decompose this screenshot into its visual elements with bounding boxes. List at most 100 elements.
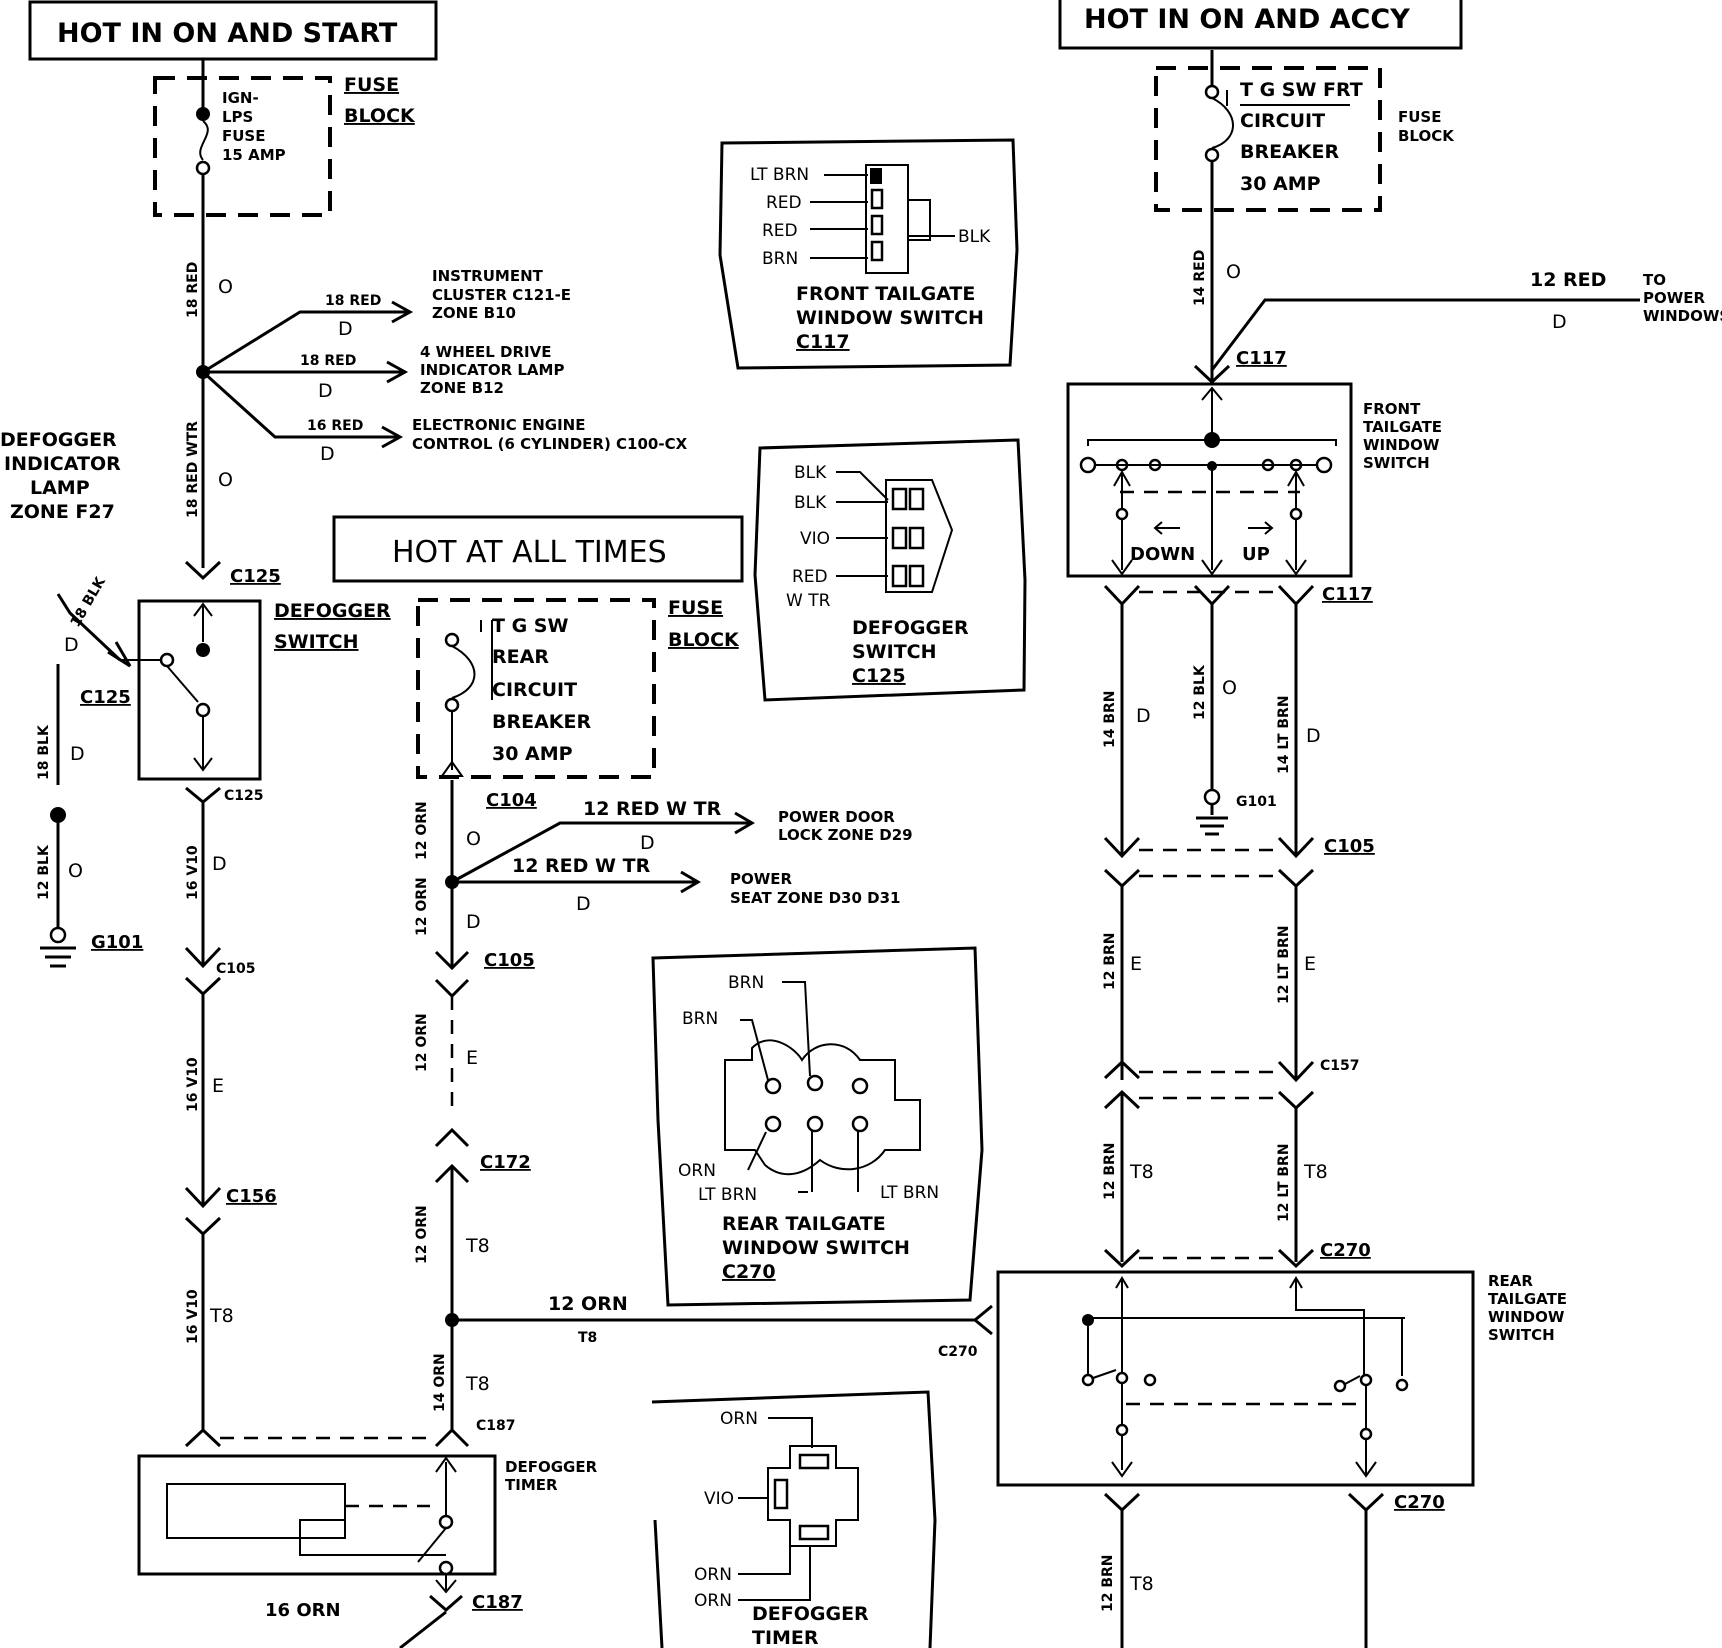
wire-12-orn-d: 12 ORN — [414, 1205, 430, 1264]
wire-12-brn-b: 12 BRN — [1102, 1142, 1118, 1200]
mid-branch-2-wire: 12 RED W TR — [512, 855, 651, 877]
code-d-sw: D — [64, 634, 79, 656]
ground-lamp-terminal — [50, 807, 66, 823]
code-o-blk: O — [1222, 677, 1237, 699]
wire-18-red-wtr: 18 RED WTR — [185, 421, 201, 518]
fuse-left-line-2: FUSE — [222, 127, 265, 145]
fuse-left-line-3: 15 AMP — [222, 146, 286, 164]
mid-branch-2-dest-0: POWER — [730, 870, 793, 888]
code-d-right: D — [1552, 311, 1567, 333]
rear-switch-label-2: WINDOW — [1488, 1308, 1565, 1326]
conn-c187-b: C187 — [472, 1592, 523, 1613]
wire-12-red: 12 RED — [1530, 269, 1606, 291]
defogger-timer: DEFOGGER TIMER — [137, 1454, 598, 1594]
wire-12-brn-a: 12 BRN — [1102, 932, 1118, 990]
defogger-indicator-0: DEFOGGER — [0, 429, 117, 451]
code-d-ltbrn: D — [1306, 725, 1321, 747]
conn-c270-bottom: C270 — [1394, 1492, 1445, 1513]
wire-12-blk-l: 12 BLK — [36, 844, 52, 900]
conn-c157: C157 — [1320, 1058, 1360, 1074]
switch-down-label: DOWN — [1130, 544, 1195, 565]
conn-c117-top: C117 — [1236, 348, 1287, 369]
view-rt-pin-1: BRN — [682, 1009, 718, 1029]
wire-18-red: 18 RED — [185, 262, 201, 318]
defogger-indicator-1: INDICATOR — [4, 453, 121, 475]
wire-12-orn-b: 12 ORN — [414, 877, 430, 936]
wire-14-red: 14 RED — [1192, 250, 1208, 306]
conn-c117-bottom: C117 — [1322, 584, 1373, 605]
view-rt-caption-0: REAR TAILGATE — [722, 1213, 886, 1235]
view-rt-pin-0: BRN — [728, 973, 764, 993]
front-switch-label-2: WINDOW — [1363, 436, 1440, 454]
switch-up-label: UP — [1242, 544, 1270, 565]
conn-c105-right: C105 — [1324, 836, 1375, 857]
fuse-left-terminal-top — [196, 107, 210, 121]
fuse-left-title-1: FUSE — [344, 74, 399, 96]
view-rear-tailgate: BRN BRN ORN LT BRN LT BRN REAR TAILGATE … — [651, 946, 984, 1307]
fuse-left-title-2: BLOCK — [344, 105, 416, 127]
wire-14-orn: 14 ORN — [432, 1353, 448, 1412]
branch-3-dest-1: CONTROL (6 CYLINDER) C100-CX — [412, 435, 688, 453]
code-e-ltbrn: E — [1304, 953, 1316, 975]
front-switch-label-0: FRONT — [1363, 400, 1421, 418]
view-ft-caption-0: FRONT TAILGATE — [796, 283, 975, 305]
fuse-left-terminal-bottom — [195, 160, 211, 176]
view-defogger-switch: BLK BLK VIO RED W TR DEFOGGER SWITCH C12… — [753, 438, 1027, 702]
front-switch-label-1: TAILGATE — [1363, 418, 1442, 436]
view-dt-pin-2: ORN — [694, 1565, 732, 1585]
code-o-gnd: O — [68, 860, 83, 882]
view-rt-pin-4: LT BRN — [880, 1183, 939, 1203]
view-ft-pin-right: BLK — [958, 227, 991, 247]
mid-branch-2-code: D — [576, 893, 591, 915]
code-e-brn: E — [1130, 953, 1142, 975]
code-e-mid: E — [466, 1047, 478, 1069]
wire-12-lt-brn-b: 12 LT BRN — [1276, 1143, 1292, 1222]
fuse-right-line-2: BREAKER — [1240, 141, 1339, 163]
conn-c156: C156 — [226, 1186, 277, 1207]
conn-g101-right: G101 — [1236, 794, 1277, 810]
fuse-block-left: IGN- LPS FUSE 15 AMP FUSE BLOCK — [153, 74, 416, 217]
view-defogger-timer: ORN VIO ORN ORN DEFOGGER TIMER — [651, 1390, 937, 1648]
defogger-indicator-3: ZONE F27 — [10, 501, 115, 523]
code-t8-brn-c: T8 — [1129, 1573, 1154, 1595]
fuse-mid-line-3: BREAKER — [492, 711, 591, 733]
view-ds-pin-0: BLK — [794, 463, 827, 483]
wire-16-orn: 16 ORN — [265, 1600, 341, 1621]
fuse-mid-title-2: BLOCK — [668, 629, 740, 651]
front-switch-label-3: SWITCH — [1363, 454, 1430, 472]
branch-3-wire: 16 RED — [307, 418, 363, 434]
view-ds-caption-0: DEFOGGER — [852, 617, 969, 639]
mid-branch-1-dest-0: POWER DOOR — [778, 808, 895, 826]
view-ds-conn: C125 — [852, 665, 906, 687]
front-tailgate-switch: DOWN UP FRONT TAILGATE WINDOW SWITCH — [1066, 382, 1442, 578]
code-o-right: O — [1226, 261, 1241, 283]
view-ft-pin-0: LT BRN — [750, 165, 809, 185]
view-rt-pin-3: LT BRN — [698, 1185, 757, 1205]
conn-c104: C104 — [486, 790, 537, 811]
rear-switch-label-1: TAILGATE — [1488, 1290, 1567, 1308]
wire-12-lt-brn-a: 12 LT BRN — [1276, 925, 1292, 1004]
conn-c125-sw: C125 — [80, 687, 131, 708]
mid-branch-1-dest-1: LOCK ZONE D29 — [778, 826, 913, 844]
fuse-block-mid: T G SW REAR CIRCUIT BREAKER 30 AMP FUSE … — [416, 597, 740, 779]
view-ft-pin-2: RED — [762, 221, 798, 241]
conn-c105-left: C105 — [216, 961, 256, 977]
view-dt-caption-0: DEFOGGER — [752, 1603, 869, 1625]
header-hot-on-start-text: HOT IN ON AND START — [57, 18, 398, 49]
branch-2-dest-0: 4 WHEEL DRIVE — [420, 343, 551, 361]
defogger-switch-label-0: DEFOGGER — [274, 600, 391, 622]
conn-c172: C172 — [480, 1152, 531, 1173]
view-dt-pin-0: ORN — [720, 1409, 758, 1429]
header-hot-on-accy: HOT IN ON AND ACCY — [1058, 0, 1463, 50]
branch-2-wire: 18 RED — [300, 353, 356, 369]
mid-branch-2-dest-1: SEAT ZONE D30 D31 — [730, 889, 900, 907]
fuse-right-line-3: 30 AMP — [1240, 173, 1321, 195]
branch-1-code: D — [338, 318, 353, 340]
view-ds-pin-4: W TR — [786, 591, 831, 611]
defogger-indicator-2: LAMP — [30, 477, 90, 499]
code-e-left: E — [212, 1075, 224, 1097]
header-hot-all-times: HOT AT ALL TIMES — [332, 515, 744, 583]
fuse-left-line-0: IGN- — [222, 89, 259, 107]
view-front-tailgate: LT BRN RED RED BRN BLK FRONT TAILGATE WI… — [718, 138, 1019, 370]
header-hot-on-start: HOT IN ON AND START — [28, 0, 438, 61]
